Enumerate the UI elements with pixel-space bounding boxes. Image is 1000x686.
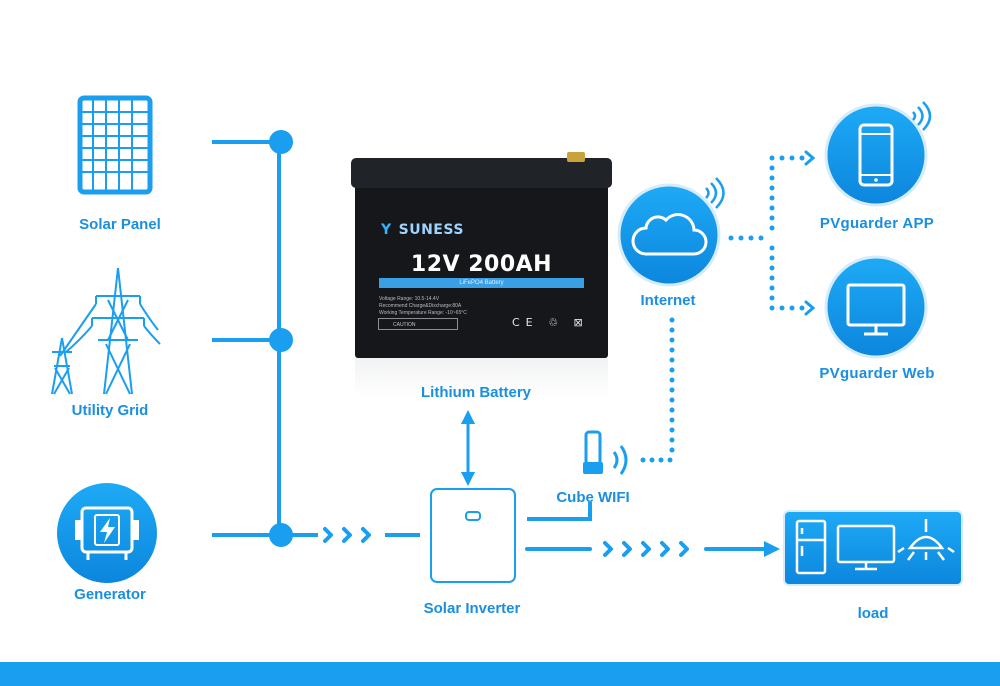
utility-grid-label: Utility Grid: [71, 402, 149, 419]
app-label: PVguarder APP: [819, 215, 935, 232]
bus-nodes: [269, 130, 293, 547]
internet-cloud-dots: [728, 155, 805, 311]
footer-bar: [0, 662, 1000, 686]
battery-spec-2: Recommend Charge&Discharge:80A: [379, 303, 462, 309]
battery-spec-3: Working Temperature Range: -10~65°C: [379, 310, 467, 316]
lithium-battery: Y SUNESS 12V 200AH LiFePO4 Battery Voltag…: [351, 152, 612, 398]
smartphone-icon: [824, 101, 932, 207]
battery-brand-text: SUNESS: [398, 222, 464, 238]
battery-reflection: [355, 358, 608, 398]
solar-panel-icon: [77, 95, 153, 195]
ceiling-lamp-icon: [897, 519, 955, 561]
wifi-dongle-icon: [583, 430, 628, 475]
brand-logo-icon: Y: [381, 222, 392, 238]
monitor-icon: [824, 255, 928, 359]
battery-model: 12V 200AH: [410, 252, 553, 277]
load-arrowhead: [764, 541, 780, 557]
refrigerator-icon: [795, 519, 827, 575]
inverter-wifi-link: [527, 502, 592, 521]
battery-certifications: CE ♲ ⊠: [512, 316, 589, 329]
solar-panel-label: Solar Panel: [79, 216, 161, 233]
solar-inverter: [430, 488, 516, 583]
inverter-load-link: [525, 541, 768, 557]
internet-label: Internet: [640, 292, 696, 309]
battery-brand: Y SUNESS: [381, 222, 464, 238]
battery-caution: CAUTION: [378, 318, 458, 330]
battery-subtitle: LiFePO4 Battery: [379, 278, 584, 288]
battery-spec-1: Voltage Range: 10.5-14.4V: [379, 296, 440, 302]
battery-label: Lithium Battery: [420, 384, 532, 401]
generator-icon: [57, 483, 157, 583]
battery-terminal: [567, 152, 585, 162]
battery-inverter-arrow: [461, 410, 475, 486]
web-label: PVguarder Web: [819, 365, 935, 382]
load-label: load: [857, 605, 889, 622]
wifi-internet-dots: [640, 317, 675, 463]
battery-body: [355, 180, 608, 358]
flow-arrows-to-inverter: [323, 527, 371, 543]
cloud-icon: [617, 177, 725, 287]
power-tower-icon: [51, 267, 161, 395]
generator-label: Generator: [74, 586, 146, 603]
inverter-label: Solar Inverter: [423, 600, 521, 617]
battery-lid: [351, 158, 612, 188]
load-panel: [783, 510, 963, 586]
wifi-label: Cube WIFI: [556, 489, 630, 506]
dot-arrowheads: [804, 150, 816, 316]
monitor-icon: [836, 524, 896, 571]
